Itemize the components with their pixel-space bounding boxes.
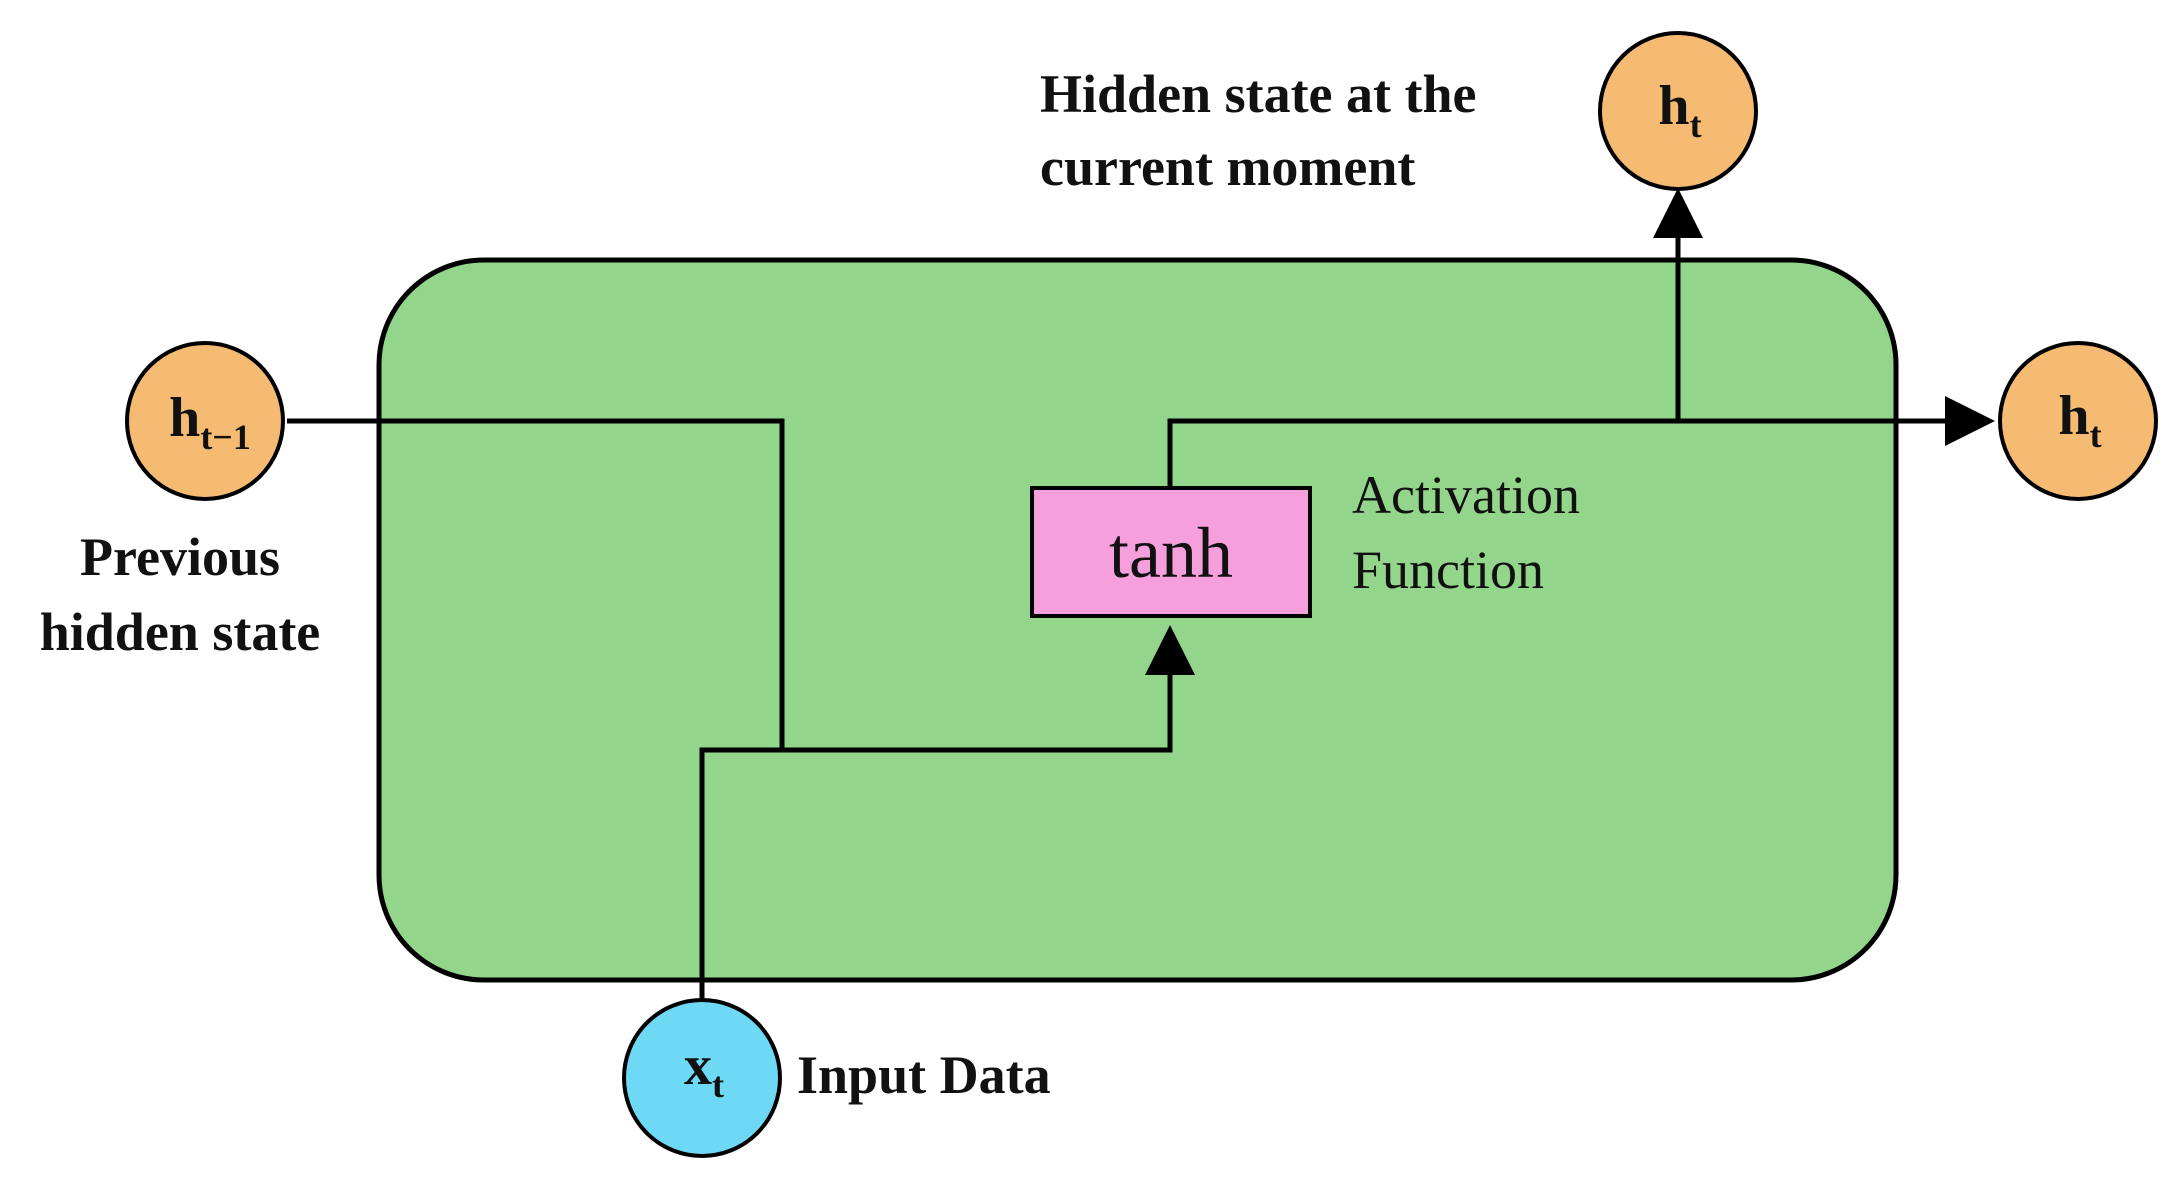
rnn-cell-box [376,257,1899,983]
tanh-label: tanh [1109,513,1233,593]
input-data-label: Input Data [797,1045,1051,1105]
prev-hidden-line [287,418,785,750]
input-node-main: x [684,1035,712,1097]
svg-text:ht: ht [1658,75,1701,145]
input-node-sub: t [712,1065,724,1105]
current-hidden-label-line1: Hidden state at the [1040,64,1476,124]
current-hidden-right-node: ht [1998,341,2158,501]
previous-hidden-label-line2: hidden state [40,602,321,662]
prev-hidden-node-main: h [169,387,200,449]
current-hidden-top-node-main: h [1658,75,1689,137]
connection-lines [287,188,1995,1005]
activation-label-line1: Activation [1352,465,1580,525]
input-line [699,625,1195,1005]
tanh-box [1030,486,1312,618]
activation-label-line2: Function [1352,540,1544,600]
svg-text:xt: xt [684,1035,724,1105]
tanh-output-line [1167,396,1995,488]
current-hidden-right-node-main: h [2058,385,2089,447]
prev-hidden-node-sub: t−1 [200,417,251,457]
current-hidden-right-node-sub: t [2090,415,2102,455]
input-node: xt [622,998,782,1158]
prev-hidden-node: ht−1 [125,341,285,501]
svg-text:ht−1: ht−1 [169,387,251,457]
current-hidden-top-node: ht [1598,31,1758,191]
previous-hidden-label-line1: Previous [80,527,280,587]
svg-text:ht: ht [2058,385,2101,455]
current-hidden-label-line2: current moment [1040,137,1415,197]
current-hidden-top-node-sub: t [1690,105,1702,145]
